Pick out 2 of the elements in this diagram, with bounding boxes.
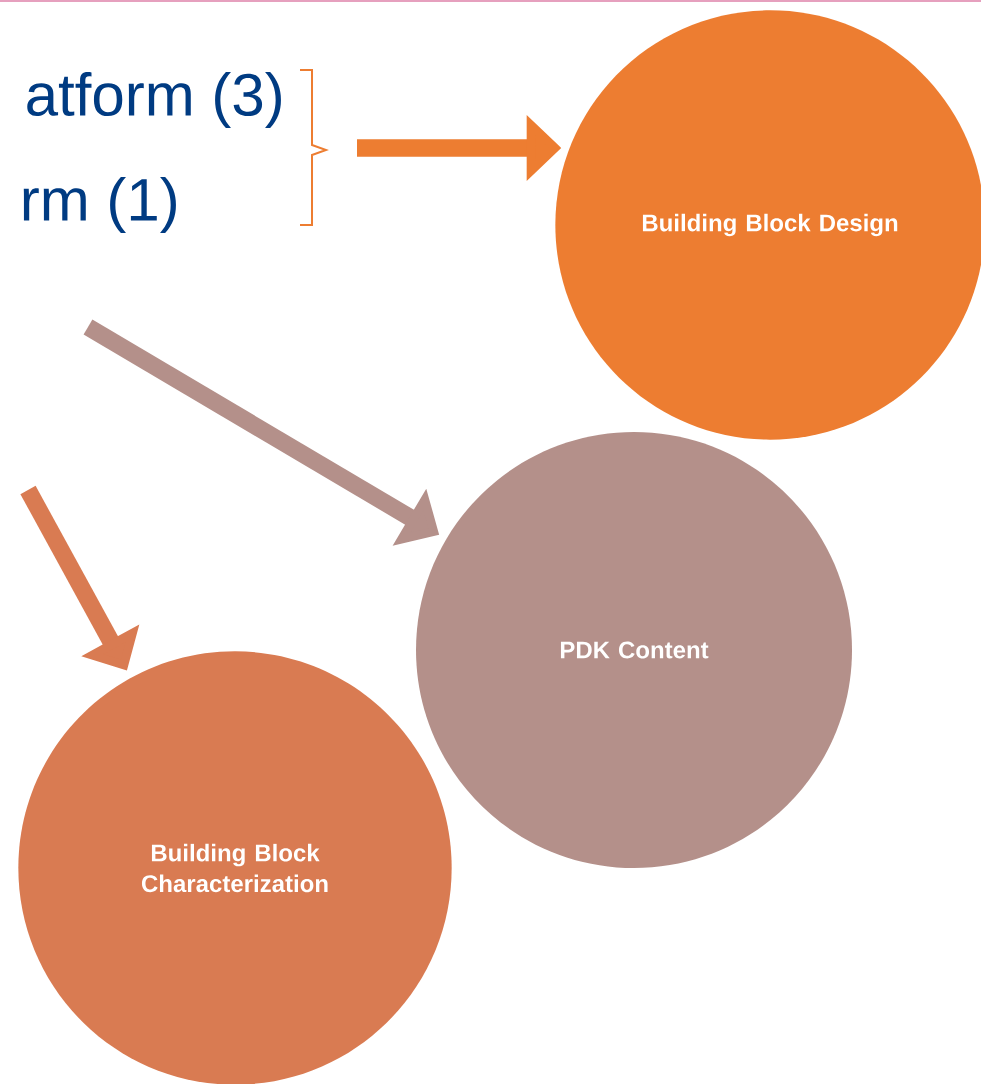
label: rm (1): [23, 177, 176, 233]
label: atform (3): [27, 72, 281, 128]
